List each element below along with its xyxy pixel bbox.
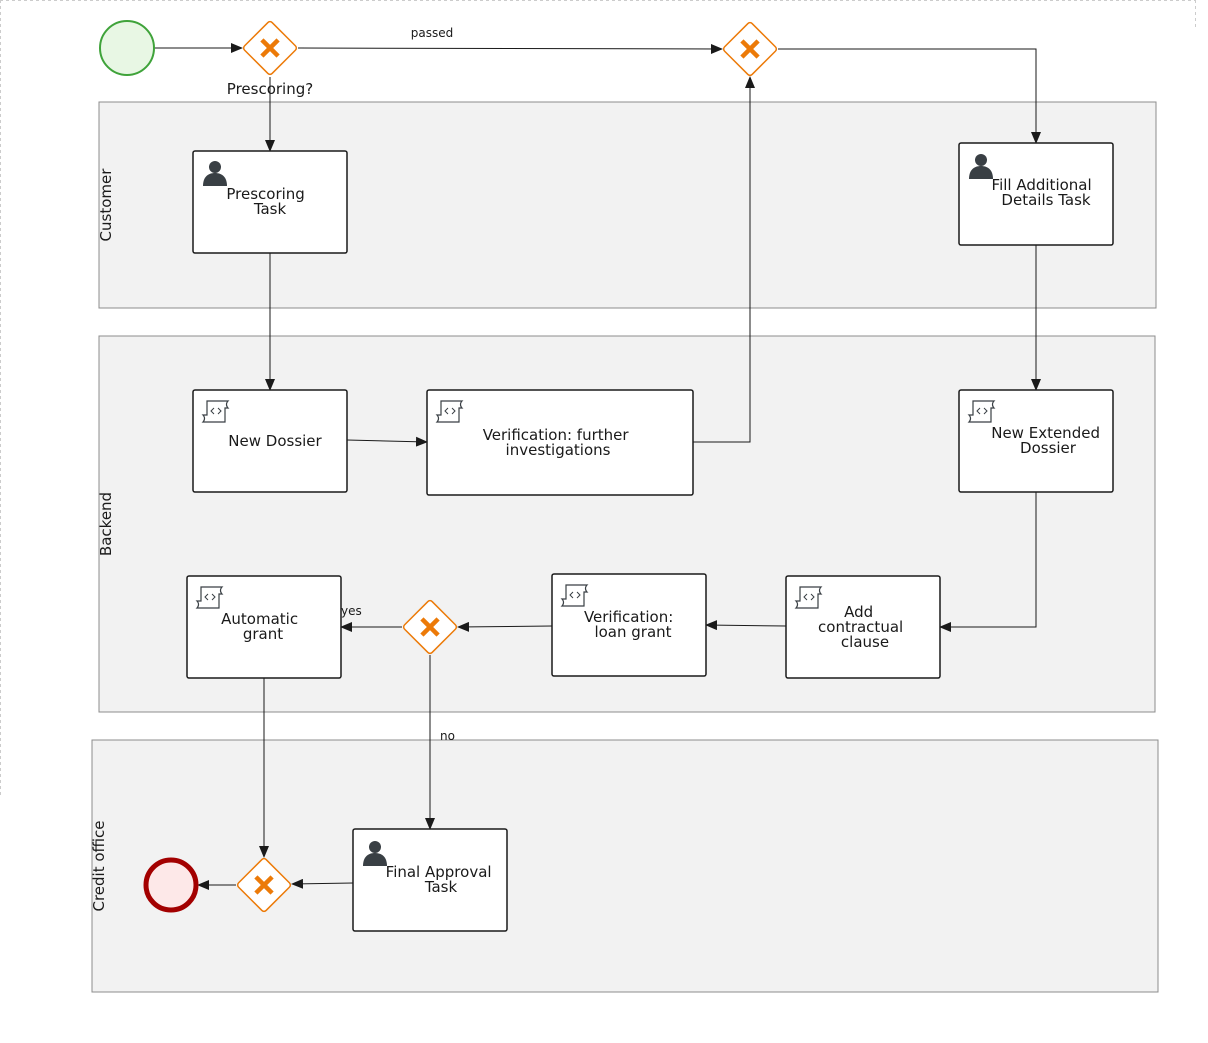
task-verif2-line-2: loan grant	[594, 623, 671, 641]
flow-dossier-to-verif1[interactable]	[346, 436, 428, 447]
task-new-dossier-line-1: New Dossier	[228, 432, 322, 450]
task-final-line-1: Final Approval	[386, 863, 492, 881]
sequence-flows: passed yes no	[155, 26, 1041, 890]
gateway-merge-top[interactable]	[722, 21, 778, 77]
script-icon	[967, 400, 996, 423]
script-icon	[195, 586, 224, 609]
script-icon	[794, 586, 823, 609]
flow-verif1-to-g2[interactable]	[693, 76, 755, 443]
task-prescoring[interactable]: Prescoring Task	[192, 150, 348, 254]
gateway-merge-end[interactable]	[236, 857, 292, 913]
task-fill-line-2: Details Task	[1001, 191, 1090, 209]
task-add-contractual-clause[interactable]: Add contractual clause	[785, 575, 941, 679]
user-icon	[363, 841, 387, 866]
task-verif1-line-1: Verification: further	[483, 426, 630, 444]
start-event[interactable]	[99, 20, 155, 76]
flow-label-no: no	[440, 729, 455, 743]
flow-verif2-to-g3[interactable]	[457, 621, 553, 632]
flow-label-yes: yes	[341, 604, 362, 618]
task-fill-additional-details[interactable]: Fill Additional Details Task	[958, 142, 1114, 246]
user-icon	[203, 161, 227, 186]
task-ext-line-1: New Extended	[991, 424, 1100, 442]
task-clause-label: Add contractual clause	[818, 603, 908, 651]
gateway-prescoring[interactable]	[242, 20, 298, 76]
script-icon	[435, 400, 464, 423]
task-verif2-label: Verification: loan grant	[584, 608, 678, 641]
task-prescoring-label: Prescoring Task	[226, 185, 309, 218]
task-final-approval[interactable]: Final Approval Task	[352, 828, 508, 932]
flow-final-to-g4[interactable]	[291, 878, 354, 889]
user-icon	[969, 154, 993, 179]
lane-backend-label: Backend	[97, 492, 115, 556]
task-final-label: Final Approval Task	[386, 863, 497, 896]
task-new-dossier-label: New Dossier	[228, 432, 322, 450]
task-ext-line-2: Dossier	[1020, 439, 1077, 457]
lane-credit-office-label: Credit office	[90, 820, 108, 911]
flow-ext-to-clause[interactable]	[939, 492, 1037, 632]
task-auto-line-1: Automatic	[221, 610, 298, 628]
task-clause-line-3: clause	[841, 633, 889, 651]
end-event[interactable]	[143, 857, 199, 913]
task-verif1-line-2: investigations	[506, 441, 611, 459]
task-auto-line-2: grant	[243, 625, 283, 643]
task-new-dossier[interactable]: New Dossier	[192, 389, 348, 493]
task-new-extended-dossier[interactable]: New Extended Dossier	[958, 389, 1114, 493]
script-icon	[201, 400, 230, 423]
flow-g1-to-g2-passed[interactable]	[297, 43, 723, 54]
task-auto-label: Automatic grant	[221, 610, 303, 643]
task-prescoring-line-2: Task	[253, 200, 287, 218]
flow-label-passed: passed	[411, 26, 453, 40]
gateway-loan-decision[interactable]	[402, 599, 458, 655]
task-clause-line-2: contractual	[818, 618, 903, 636]
script-icon	[560, 584, 589, 607]
task-verification-loan-grant[interactable]: Verification: loan grant	[551, 573, 707, 677]
task-verification-further-label: Verification: further investigations	[483, 426, 634, 459]
task-clause-line-1: Add	[844, 603, 873, 621]
task-fill-line-1: Fill Additional	[992, 176, 1092, 194]
task-prescoring-line-1: Prescoring	[226, 185, 304, 203]
task-verif2-line-1: Verification:	[584, 608, 673, 626]
flow-clause-to-verif2[interactable]	[705, 620, 787, 631]
task-final-line-2: Task	[424, 878, 458, 896]
gateway-prescoring-label: Prescoring?	[227, 80, 313, 98]
task-ext-label: New Extended Dossier	[991, 424, 1105, 457]
task-verification-further[interactable]: Verification: further investigations	[426, 389, 694, 496]
lane-credit-office[interactable]: Credit office	[90, 739, 1159, 993]
task-automatic-grant[interactable]: Automatic grant	[186, 575, 342, 679]
flow-g2-to-fill[interactable]	[778, 48, 1041, 144]
task-fill-label: Fill Additional Details Task	[992, 176, 1097, 209]
lane-customer-label: Customer	[97, 168, 115, 242]
